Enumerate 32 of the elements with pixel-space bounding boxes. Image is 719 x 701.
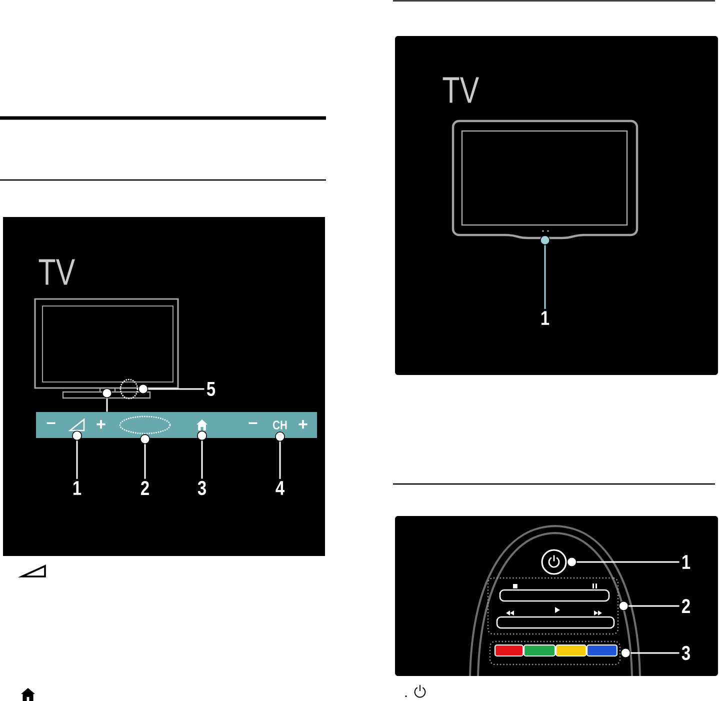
tv-drawing — [34, 298, 179, 399]
callout-number: 3 — [682, 646, 690, 660]
channel-label: CH — [273, 420, 287, 430]
panel-heading: TV — [442, 77, 479, 103]
plus-sign: + — [298, 420, 308, 429]
panel-heading: TV — [38, 259, 75, 285]
callout-number: 1 — [682, 555, 690, 569]
callout-number: 1 — [73, 481, 82, 495]
leader-line — [138, 384, 204, 394]
callout-number: 2 — [141, 481, 149, 495]
leader-line — [102, 388, 112, 412]
leader-line — [566, 557, 680, 567]
home-icon — [196, 420, 208, 430]
callout-number: 1 — [541, 311, 550, 325]
leader-line — [620, 648, 680, 658]
leader-line — [197, 430, 207, 479]
leader-line — [275, 432, 285, 479]
minus-sign: – — [46, 422, 56, 424]
dotted-outline — [120, 378, 138, 400]
tv-drawing — [452, 120, 638, 240]
minus-sign: – — [248, 422, 258, 424]
leader-line — [618, 601, 680, 611]
period-mark: . — [405, 696, 407, 697]
leader-line — [540, 235, 550, 309]
dotted-outline — [119, 416, 171, 434]
leader-line — [72, 430, 82, 479]
callout-number: 4 — [276, 481, 284, 495]
callout-number: 5 — [206, 382, 216, 396]
callout-number: 3 — [198, 480, 206, 496]
callout-number: 2 — [682, 599, 690, 613]
plus-sign: + — [96, 420, 106, 429]
leader-line — [140, 434, 150, 479]
